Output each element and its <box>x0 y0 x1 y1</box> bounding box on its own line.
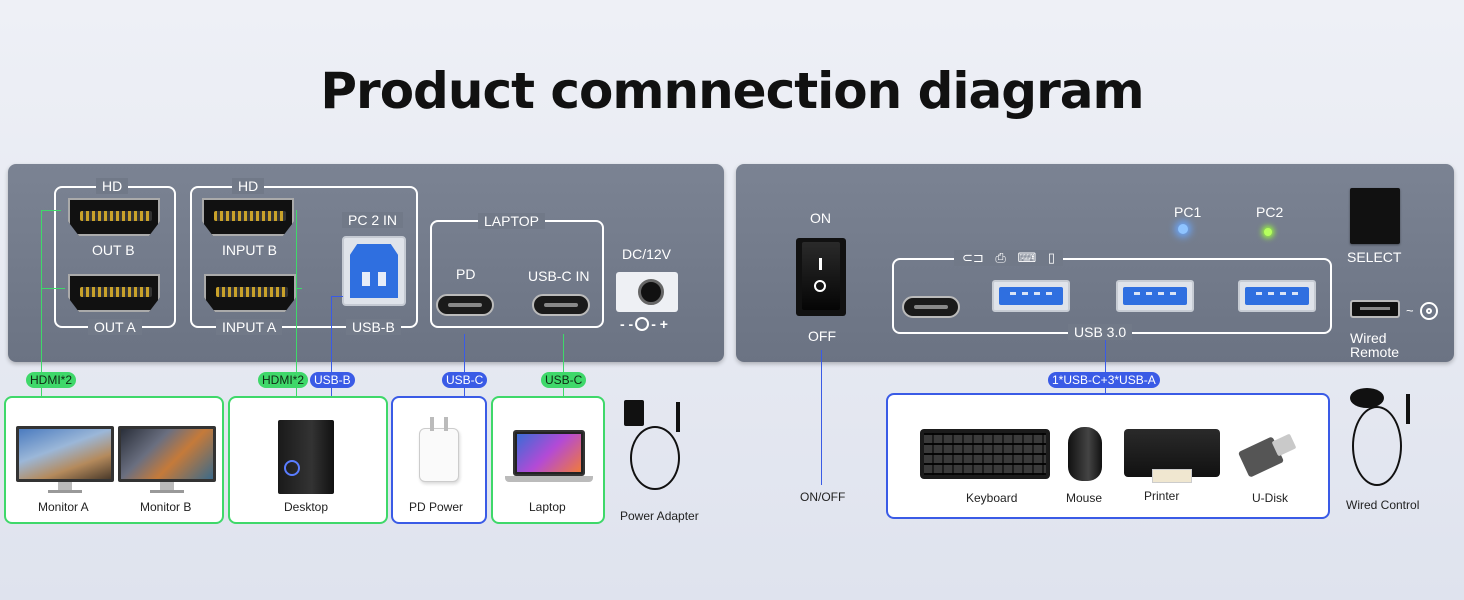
hdmi-port-input-b <box>202 198 294 236</box>
remote-wave-icon: ~ <box>1406 303 1414 318</box>
rear-panel: HD OUT B OUT A HD PC 2 IN INPUT B INPUT … <box>8 164 724 362</box>
on-off-label: ON/OFF <box>800 490 846 504</box>
wired-remote-label-1: Wired <box>1350 330 1387 346</box>
hdmi-port-out-a <box>68 274 160 312</box>
select-button[interactable] <box>1350 188 1400 244</box>
laptop-label: Laptop <box>529 500 566 514</box>
power-switch[interactable] <box>796 238 846 316</box>
connector-line <box>821 350 822 485</box>
desktop-icon <box>278 420 334 494</box>
dc-label: DC/12V <box>622 246 672 262</box>
pc2-led <box>1264 228 1272 236</box>
usb-b-tag: USB-B <box>310 372 355 388</box>
keyboard-icon: ⌨ <box>1017 250 1037 265</box>
usb-b-label: USB-B <box>346 319 401 335</box>
select-label: SELECT <box>1347 249 1402 265</box>
laptop-icon <box>513 430 585 476</box>
out-a-label: OUT A <box>88 319 142 335</box>
power-adapter-icon <box>620 398 696 506</box>
usb3-label: USB 3.0 <box>1068 324 1133 340</box>
u-disk-device-icon <box>1237 433 1300 478</box>
pc1-label: PC1 <box>1174 204 1202 220</box>
dc-jack <box>616 272 678 312</box>
connector-line <box>296 210 297 396</box>
connector-line <box>563 334 564 396</box>
remote-icon <box>1420 302 1438 320</box>
printer-device-icon <box>1124 429 1220 483</box>
hdmi-tag-desktop: HDMI*2 <box>258 372 309 388</box>
laptop-label: LAPTOP <box>478 213 545 229</box>
wired-control-label: Wired Control <box>1346 498 1420 512</box>
hdmi-tag-monitors: HDMI*2 <box>26 372 77 388</box>
input-b-label: INPUT B <box>222 242 277 258</box>
usb-a-port-3 <box>1238 280 1316 312</box>
usb-cable-icon: ⊂⊐ <box>962 250 984 265</box>
laptop-box: Laptop <box>491 396 605 524</box>
monitors-box: Monitor A Monitor B <box>4 396 224 524</box>
pd-label: PD <box>456 266 476 282</box>
hd-input-group <box>190 186 418 328</box>
usb-c-tag-laptop: USB-C <box>541 372 587 388</box>
diagram-title: Product comnnection diagram <box>320 62 1144 120</box>
usb-c-tag-pd: USB-C <box>442 372 488 388</box>
pc2-label: PC2 <box>1256 204 1284 220</box>
mouse-icon: ▯ <box>1047 250 1055 265</box>
pc2-in-label: PC 2 IN <box>342 212 404 228</box>
keyboard-device-icon <box>920 429 1050 479</box>
input-a-label: INPUT A <box>216 319 283 335</box>
printer-icon: ⎙ <box>995 250 1006 265</box>
connector-line <box>41 288 65 289</box>
front-panel: ON OFF PC1 PC2 SELECT ⊂⊐ ⎙ ⌨ ▯ USB 3.0 ~… <box>736 164 1454 362</box>
usb-a-port-2 <box>1116 280 1194 312</box>
connector-line <box>296 288 302 289</box>
connector-line <box>41 210 42 396</box>
usb-c-port-front <box>902 296 960 318</box>
monitor-a-icon <box>16 426 114 482</box>
on-label: ON <box>810 210 831 226</box>
connector-line <box>464 334 465 396</box>
mouse-device-icon <box>1068 427 1102 481</box>
connector-line <box>331 296 332 396</box>
out-b-label: OUT B <box>92 242 135 258</box>
usb-c-in-label: USB-C IN <box>528 268 590 284</box>
mouse-label: Mouse <box>1066 491 1103 505</box>
peripherals-box: Keyboard Mouse Printer U-Disk <box>886 393 1330 519</box>
connector-line <box>41 210 61 211</box>
pd-power-box: PD Power <box>391 396 487 524</box>
hd-output-label: HD <box>96 178 129 194</box>
monitor-b-icon <box>118 426 216 482</box>
power-adapter-label: Power Adapter <box>620 509 699 523</box>
hdmi-port-out-b <box>68 198 160 236</box>
wired-control-icon <box>1346 388 1426 498</box>
charger-icon <box>419 417 459 482</box>
hd-input-label: HD <box>232 178 265 194</box>
usb-c-port-pd <box>436 294 494 316</box>
connector-line <box>331 296 343 297</box>
keyboard-label: Keyboard <box>966 491 1018 505</box>
usb-icons: ⊂⊐ ⎙ ⌨ ▯ <box>954 250 1063 266</box>
usb-b-port <box>342 236 406 306</box>
usb-hub-tag: 1*USB-C+3*USB-A <box>1048 372 1160 388</box>
usb-a-port-1 <box>992 280 1070 312</box>
micro-usb-port <box>1350 300 1400 318</box>
dc-polarity-icon: - -- + <box>620 316 668 332</box>
monitor-b-label: Monitor B <box>140 500 192 514</box>
pc1-led <box>1178 224 1188 234</box>
printer-label: Printer <box>1144 489 1180 503</box>
connector-line <box>1105 340 1106 394</box>
usb-c-port-laptop <box>532 294 590 316</box>
hdmi-port-input-a <box>204 274 296 312</box>
desktop-label: Desktop <box>284 500 329 514</box>
monitor-a-label: Monitor A <box>38 500 89 514</box>
u-disk-label: U-Disk <box>1252 491 1288 505</box>
desktop-box: Desktop <box>228 396 388 524</box>
off-label: OFF <box>808 328 836 344</box>
wired-remote-label-2: Remote <box>1350 344 1400 360</box>
pd-power-label: PD Power <box>409 500 464 514</box>
